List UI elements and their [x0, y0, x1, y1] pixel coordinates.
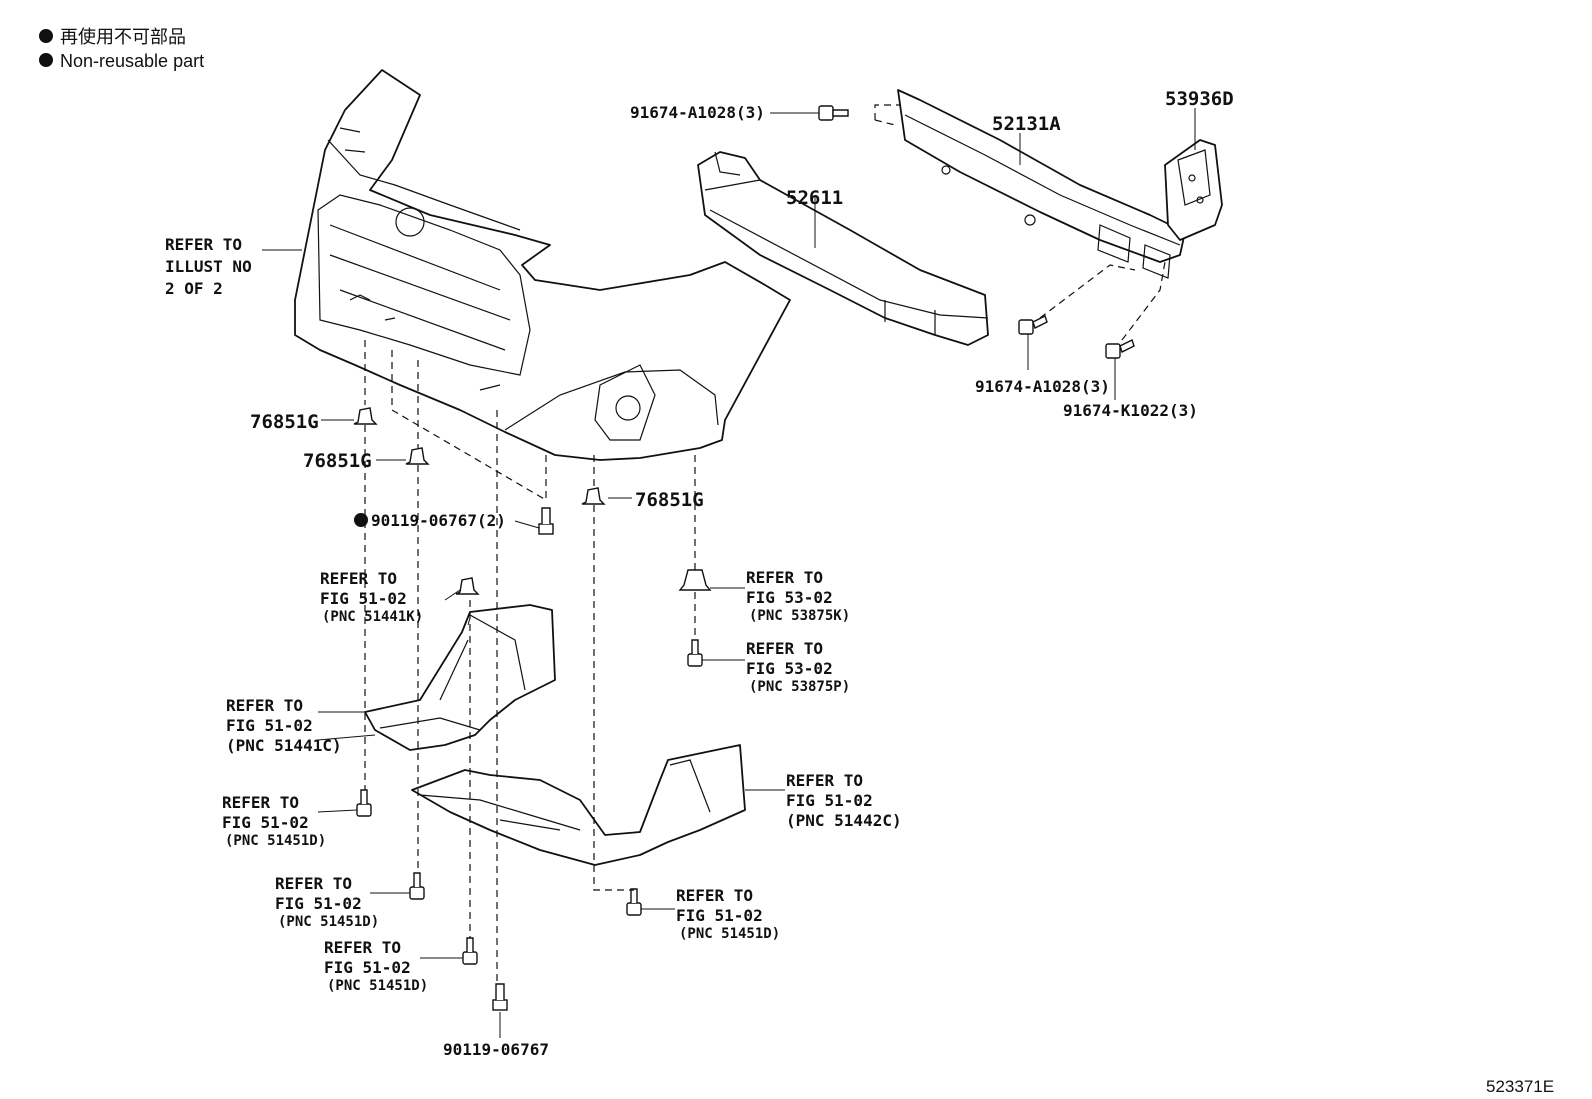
bolt-icon — [687, 639, 703, 667]
legend-japanese: 再使用不可部品 — [60, 27, 186, 47]
diagram-code: 523371E — [1486, 1077, 1554, 1096]
ref-51441k-line1: REFER TO — [320, 569, 397, 588]
screw-icon — [492, 983, 508, 1011]
ref-51451d-b-line3: (PNC 51451D) — [278, 914, 379, 930]
ref-51451d-a-line2: FIG 51-02 — [222, 813, 309, 832]
ref-51441c-line3: (PNC 51441C) — [226, 736, 342, 755]
label-52611: 52611 — [786, 187, 843, 209]
ref-51441k-line3: (PNC 51441K) — [322, 609, 423, 625]
ref-51451d-a-line3: (PNC 51451D) — [225, 833, 326, 849]
refer-illust-line2: ILLUST NO — [165, 257, 252, 276]
bolt-icon — [818, 105, 849, 121]
ref-51442c-line2: FIG 51-02 — [786, 791, 873, 810]
ref-51441c-line2: FIG 51-02 — [226, 716, 313, 735]
clip-icon — [678, 569, 712, 591]
installation-lines — [364, 104, 1166, 984]
refer-illust-line1: REFER TO — [165, 235, 242, 254]
ref-51451d-b-line2: FIG 51-02 — [275, 894, 362, 913]
non-reusable-marker-icon — [354, 513, 368, 527]
ref-51451d-d-line3: (PNC 51451D) — [679, 926, 780, 942]
label-76851g-3: 76851G — [635, 489, 704, 511]
label-91674-k1022: 91674-K1022(3) — [1063, 401, 1198, 420]
ref-53875p-line2: FIG 53-02 — [746, 659, 833, 678]
leader-lines — [262, 108, 1196, 1038]
label-76851g-1: 76851G — [250, 411, 319, 433]
ref-51451d-c-line2: FIG 51-02 — [324, 958, 411, 977]
ref-51442c-line1: REFER TO — [786, 771, 863, 790]
label-91674-a1028-top: 91674-A1028(3) — [630, 103, 765, 122]
label-76851g-2: 76851G — [303, 450, 372, 472]
bolt-icon — [1018, 315, 1048, 335]
ref-53875p-line1: REFER TO — [746, 639, 823, 658]
under-cover-51441c-drawing — [364, 604, 556, 751]
label-90119-06767: 90119-06767 — [443, 1040, 549, 1059]
clip-icon — [455, 577, 480, 595]
ref-51451d-c-line3: (PNC 51451D) — [327, 978, 428, 994]
absorber-52611-drawing — [697, 151, 989, 346]
part-labels: 91674-A1028(3) 52611 52131A 53936D REFER… — [165, 88, 1554, 1096]
bolt-icon — [626, 888, 642, 916]
reinforcement-52131a-drawing — [897, 89, 1186, 279]
ref-53875k-line1: REFER TO — [746, 568, 823, 587]
bolt-icon — [462, 937, 478, 965]
label-90119-06767-2: 90119-06767(2) — [371, 511, 506, 530]
label-91674-a1028-bottom: 91674-A1028(3) — [975, 377, 1110, 396]
non-reusable-marker-icon — [39, 29, 53, 43]
ref-53875p-line3: (PNC 53875P) — [749, 679, 850, 695]
ref-51441k-line2: FIG 51-02 — [320, 589, 407, 608]
ref-51451d-b-line1: REFER TO — [275, 874, 352, 893]
ref-51442c-line3: (PNC 51442C) — [786, 811, 902, 830]
ref-51451d-a-line1: REFER TO — [222, 793, 299, 812]
label-53936d: 53936D — [1165, 88, 1234, 110]
ref-51451d-d-line1: REFER TO — [676, 886, 753, 905]
clip-icon — [353, 407, 378, 425]
bolt-icon — [409, 872, 425, 900]
legend-english: Non-reusable part — [60, 51, 204, 71]
refer-illust-line3: 2 OF 2 — [165, 279, 223, 298]
ref-53875k-line3: (PNC 53875K) — [749, 608, 850, 624]
bolt-icon — [1105, 339, 1135, 359]
fasteners — [353, 105, 1135, 1011]
clip-icon — [405, 447, 430, 465]
ref-53875k-line2: FIG 53-02 — [746, 588, 833, 607]
clip-icon — [581, 487, 606, 505]
ref-51441c-line1: REFER TO — [226, 696, 303, 715]
bolt-icon — [356, 789, 372, 817]
bumper-cover-drawing — [294, 69, 791, 461]
non-reusable-marker-icon — [39, 53, 53, 67]
screw-icon — [538, 507, 554, 535]
label-52131a: 52131A — [992, 113, 1061, 135]
under-cover-51442c-drawing — [411, 744, 746, 866]
ref-51451d-c-line1: REFER TO — [324, 938, 401, 957]
legend: 再使用不可部品 Non-reusable part — [39, 27, 204, 71]
bracket-53936d-drawing — [1164, 139, 1223, 241]
ref-51451d-d-line2: FIG 51-02 — [676, 906, 763, 925]
